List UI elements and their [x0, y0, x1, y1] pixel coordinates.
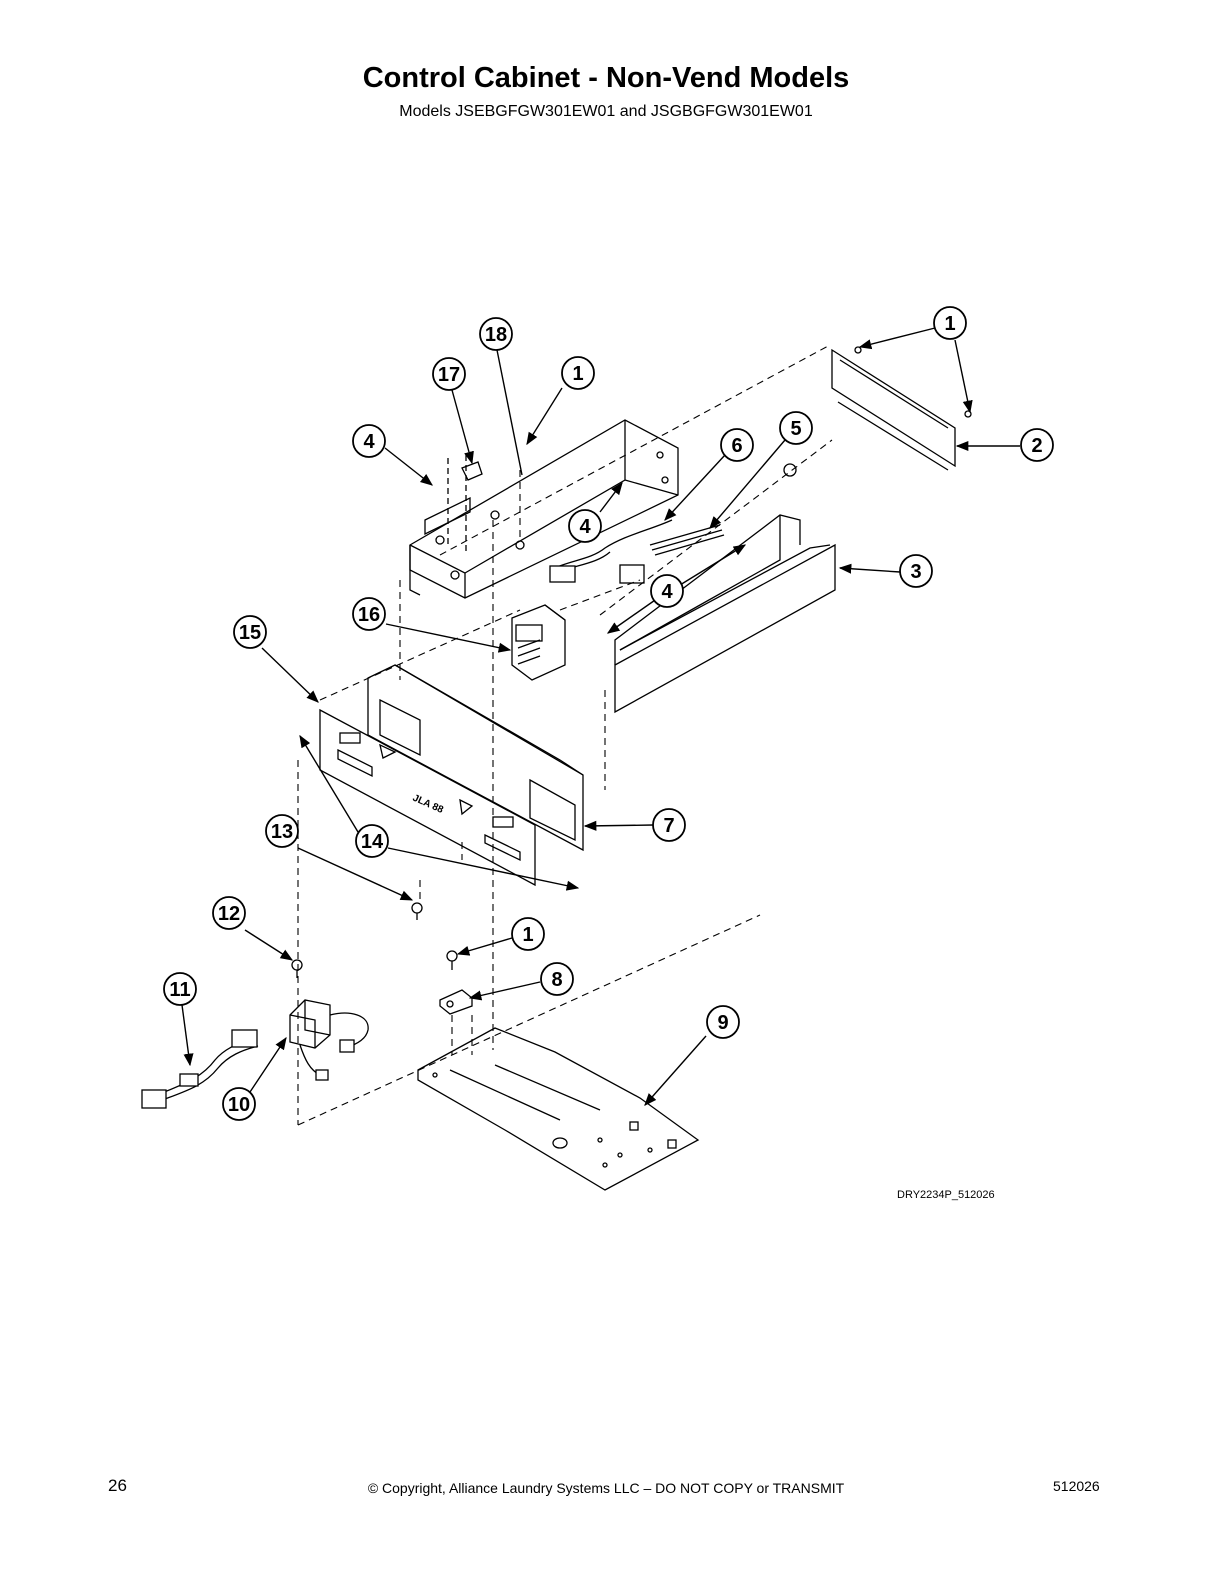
- callout-circle: [561, 356, 595, 390]
- callout-number: 1: [572, 363, 583, 385]
- callout-1: 1: [561, 356, 595, 390]
- callout-6: 6: [720, 428, 754, 462]
- copyright-notice: © Copyright, Alliance Laundry Systems LL…: [367, 1480, 845, 1496]
- wire-harness-part: [549, 519, 725, 584]
- callout-number: 14: [361, 831, 384, 853]
- callout-14: 14: [355, 824, 389, 858]
- callout-circle: [511, 917, 545, 951]
- callout-circle: [933, 306, 967, 340]
- callout-number: 1: [522, 924, 533, 946]
- callout-circle: [1020, 428, 1054, 462]
- callout-18: 18: [479, 317, 513, 351]
- callout-number: 2: [1031, 435, 1042, 457]
- callout-circle: [779, 411, 813, 445]
- callout-8: 8: [540, 962, 574, 996]
- drawing-id: DRY2234P_512026: [897, 1189, 995, 1201]
- callout-number: 8: [551, 969, 562, 991]
- callout-16: 16: [352, 597, 386, 631]
- callout-circle: [233, 615, 267, 649]
- callout-9: 9: [706, 1005, 740, 1039]
- callout-number: 13: [271, 821, 293, 843]
- callout-number: 15: [239, 622, 261, 644]
- callout-number: 1: [944, 313, 955, 335]
- callout-4: 4: [568, 509, 602, 543]
- callout-17: 17: [432, 357, 466, 391]
- callout-circle: [479, 317, 513, 351]
- upper-bracket-part: [409, 419, 679, 599]
- callout-leaders: [181, 327, 1020, 1106]
- callout-number: 4: [661, 581, 673, 603]
- callout-circle: [540, 962, 574, 996]
- callout-circle: [568, 509, 602, 543]
- callout-3: 3: [899, 554, 933, 588]
- callout-number: 4: [363, 431, 375, 453]
- callout-5: 5: [779, 411, 813, 445]
- callout-12: 12: [212, 896, 246, 930]
- page-subtitle: Models JSEBGFGW301EW01 and JSGBGFGW301EW…: [399, 103, 813, 120]
- callout-circle: [650, 574, 684, 608]
- screw-part: [411, 902, 423, 920]
- callout-circle: [652, 808, 686, 842]
- callout-number: 7: [663, 815, 674, 837]
- callout-circle: [265, 814, 299, 848]
- mount-bracket-part: [439, 989, 473, 1015]
- callout-7: 7: [652, 808, 686, 842]
- callout-circle: [706, 1005, 740, 1039]
- callout-number: 18: [485, 324, 507, 346]
- callout-number: 4: [579, 516, 591, 538]
- end-plate-part: [831, 346, 972, 471]
- callout-circle: [163, 972, 197, 1006]
- callout-15: 15: [233, 615, 267, 649]
- assembly-dashed-lines: [297, 344, 833, 1126]
- control-board-part: [511, 604, 566, 681]
- callout-circle: [352, 597, 386, 631]
- callout-4: 4: [650, 574, 684, 608]
- callout-1: 1: [933, 306, 967, 340]
- callout-10: 10: [222, 1087, 256, 1121]
- screw-part: [291, 959, 303, 978]
- callout-4: 4: [352, 424, 386, 458]
- page-title: Control Cabinet - Non-Vend Models: [362, 62, 850, 94]
- harness-part: [141, 1029, 259, 1109]
- callout-number: 6: [731, 435, 742, 457]
- lower-cabinet-part: [614, 463, 836, 714]
- callout-11: 11: [163, 972, 197, 1006]
- callout-number: 11: [169, 979, 190, 1001]
- callout-number: 17: [438, 364, 460, 386]
- callout-2: 2: [1020, 428, 1054, 462]
- page-number: 26: [108, 1476, 127, 1495]
- base-plate-part: [417, 1027, 700, 1191]
- callout-13: 13: [265, 814, 299, 848]
- screw-part: [446, 950, 458, 970]
- transformer-part: [289, 999, 369, 1081]
- callout-circle: [899, 554, 933, 588]
- callout-circle: [432, 357, 466, 391]
- callout-number: 12: [218, 903, 240, 925]
- callout-number: 5: [790, 418, 801, 440]
- callout-number: 10: [228, 1094, 250, 1116]
- callout-number: 3: [910, 561, 921, 583]
- callout-circle: [212, 896, 246, 930]
- callout-circle: [355, 824, 389, 858]
- callout-circle: [720, 428, 754, 462]
- document-number: 512026: [1053, 1478, 1100, 1494]
- callout-number: 9: [717, 1012, 728, 1034]
- front-panel-part: [367, 664, 584, 852]
- callout-circle: [352, 424, 386, 458]
- callout-circle: [222, 1087, 256, 1121]
- callout-1: 1: [511, 917, 545, 951]
- callout-number: 16: [358, 604, 380, 626]
